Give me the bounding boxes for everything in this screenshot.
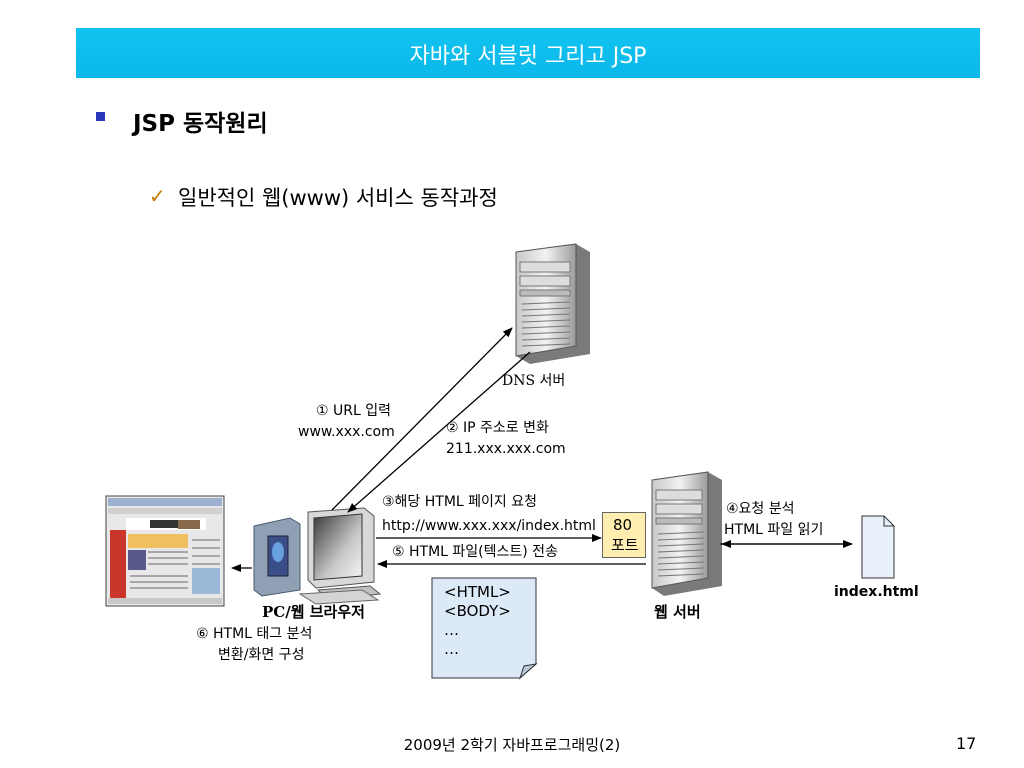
bullet-square [96,112,105,121]
dns-server-icon [515,243,590,364]
footer-course: 2009년 2학기 자바프로그래밍(2) [403,736,621,754]
page-number: 17 [956,734,977,753]
slide-heading: JSP 동작원리 [133,111,268,137]
browser-screenshot-image [105,495,225,607]
slide-subheading: 일반적인 웹(www) 서비스 동작과정 [178,186,498,210]
port-number: 80 [613,516,633,534]
step6-title: ⑥ HTML 태그 분석 [196,626,313,642]
arrow-url-input [331,327,513,511]
code-line: … [444,640,459,658]
step6-desc: 변환/화면 구성 [218,647,305,663]
code-line: <BODY> [444,602,511,620]
web-server-icon [651,471,722,596]
code-line: … [444,621,459,639]
step3-title: ③해당 HTML 페이지 요청 [382,494,538,510]
file-label: index.html [834,584,919,600]
file-document-icon [861,515,895,579]
step3-url: http://www.xxx.xxx/index.html [382,518,596,534]
pc-browser-label: PC/웹 브라우저 [262,603,365,621]
web-server-label: 웹 서버 [654,603,701,621]
html-code-lines: <HTML> <BODY> … … [444,583,511,659]
step4-desc: HTML 파일 읽기 [724,522,824,538]
step2-title: ② IP 주소로 변화 [446,420,549,436]
dns-server-label: DNS 서버 [502,373,566,389]
slide-title: 자바와 서블릿 그리고 JSP [409,44,647,69]
port-label: 포트 [611,536,639,554]
step1-url: www.xxx.com [298,424,395,440]
step4-title: ④요청 분석 [726,501,795,517]
pc-computer-icon [253,507,382,605]
port-box: 80 포트 [602,512,646,558]
checkmark-icon: ✓ [149,184,166,208]
code-line: <HTML> [444,583,511,601]
arrow-ip-return [347,351,531,513]
step5-label: ⑤ HTML 파일(텍스트) 전송 [392,544,558,560]
step2-ip: 211.xxx.xxx.com [446,441,566,457]
step1-title: ① URL 입력 [316,403,391,419]
title-bar: 자바와 서블릿 그리고 JSP [76,28,980,78]
